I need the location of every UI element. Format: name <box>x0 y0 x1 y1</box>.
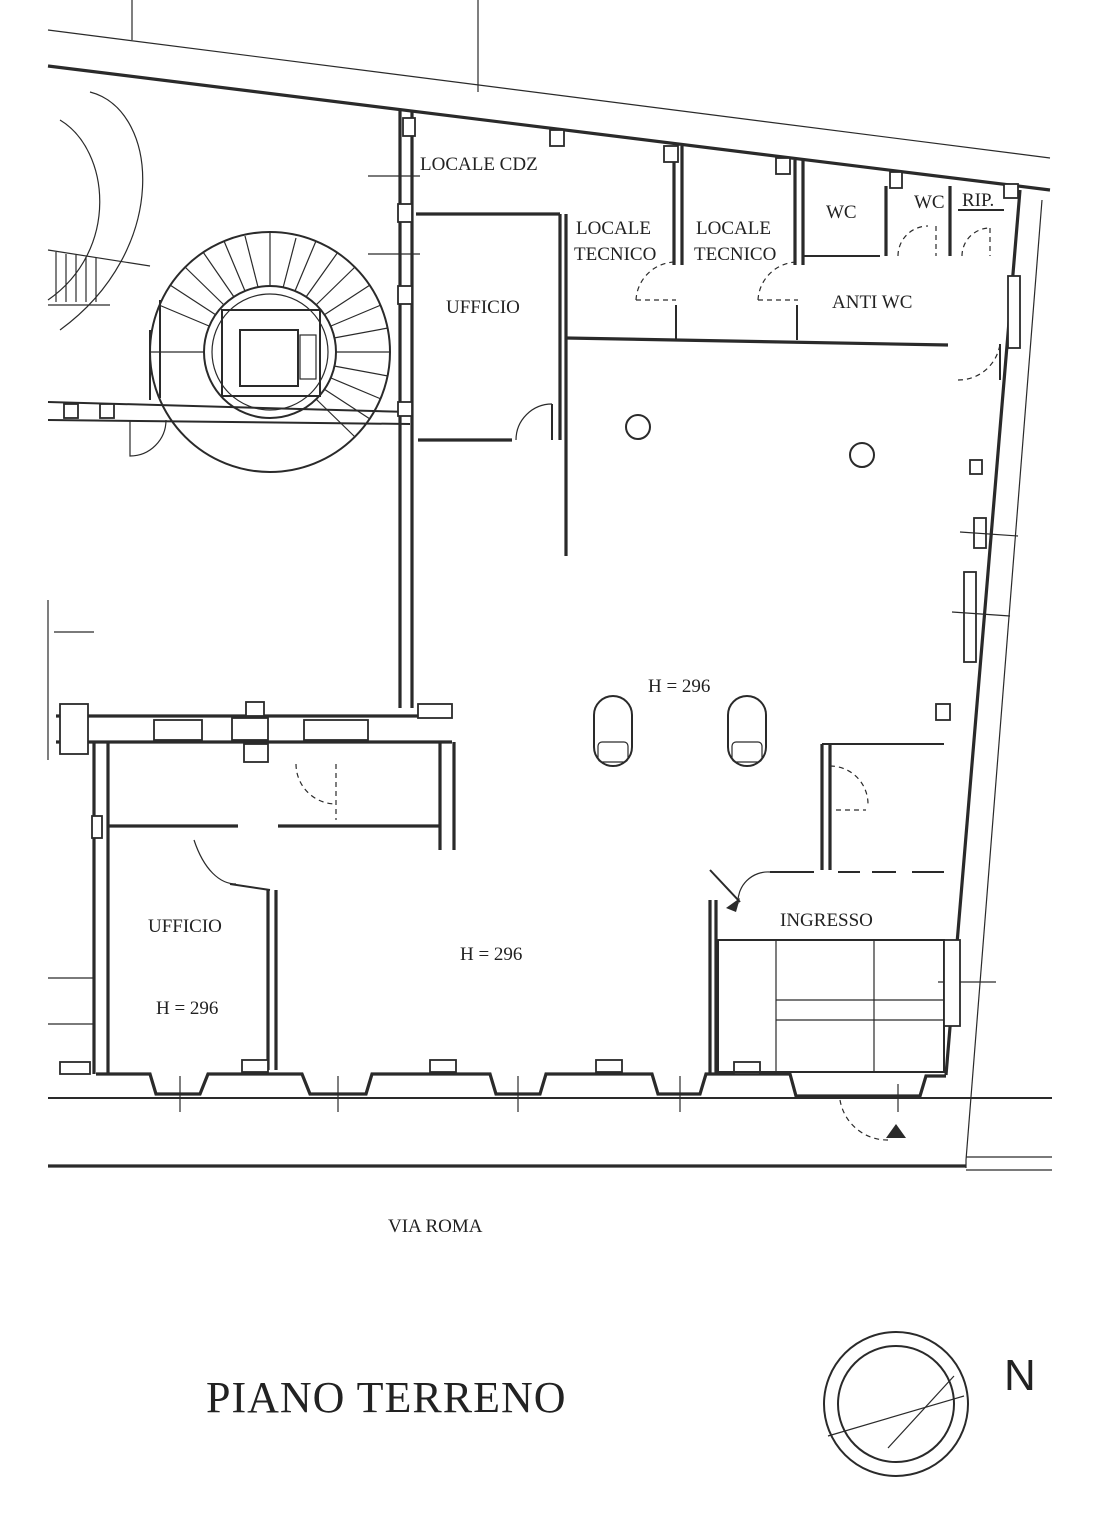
label-ufficio-upper: UFFICIO <box>446 297 520 318</box>
column-1 <box>593 695 633 767</box>
service-rooms <box>368 110 1021 721</box>
label-wc-2: WC <box>914 192 945 213</box>
label-anti-wc: ANTI WC <box>832 292 912 313</box>
label-ingresso: INGRESSO <box>780 910 873 931</box>
street-name: VIA ROMA <box>388 1216 483 1237</box>
open-space <box>593 414 875 767</box>
label-rip: RIP. <box>962 190 994 211</box>
plan-title: PIANO TERRENO <box>206 1373 567 1422</box>
label-hall-height: H = 296 <box>460 944 522 965</box>
label-locale-cdz: LOCALE CDZ <box>420 154 538 175</box>
column-2 <box>727 695 767 767</box>
label-locale-tecnico-1-line2: TECNICO <box>574 244 656 265</box>
label-locale-tecnico-2-line2: TECNICO <box>694 244 776 265</box>
label-wc-1: WC <box>826 202 857 223</box>
entrance-area <box>708 743 961 1141</box>
label-ufficio-lower-height: H = 296 <box>156 998 218 1019</box>
lower-rooms <box>47 600 996 1112</box>
label-main-height: H = 296 <box>648 676 710 697</box>
adjacent-area-left <box>47 91 411 457</box>
beam-band <box>56 701 456 850</box>
north-compass-icon <box>823 1331 969 1477</box>
north-label: N <box>1004 1351 1036 1400</box>
label-locale-tecnico-2-line1: LOCALE <box>696 218 771 239</box>
room-labels: LOCALE CDZ LOCALE TECNICO LOCALE TECNICO… <box>148 154 994 1019</box>
label-locale-tecnico-1-line1: LOCALE <box>576 218 651 239</box>
spiral-staircase <box>149 231 391 473</box>
label-ufficio-lower: UFFICIO <box>148 916 222 937</box>
